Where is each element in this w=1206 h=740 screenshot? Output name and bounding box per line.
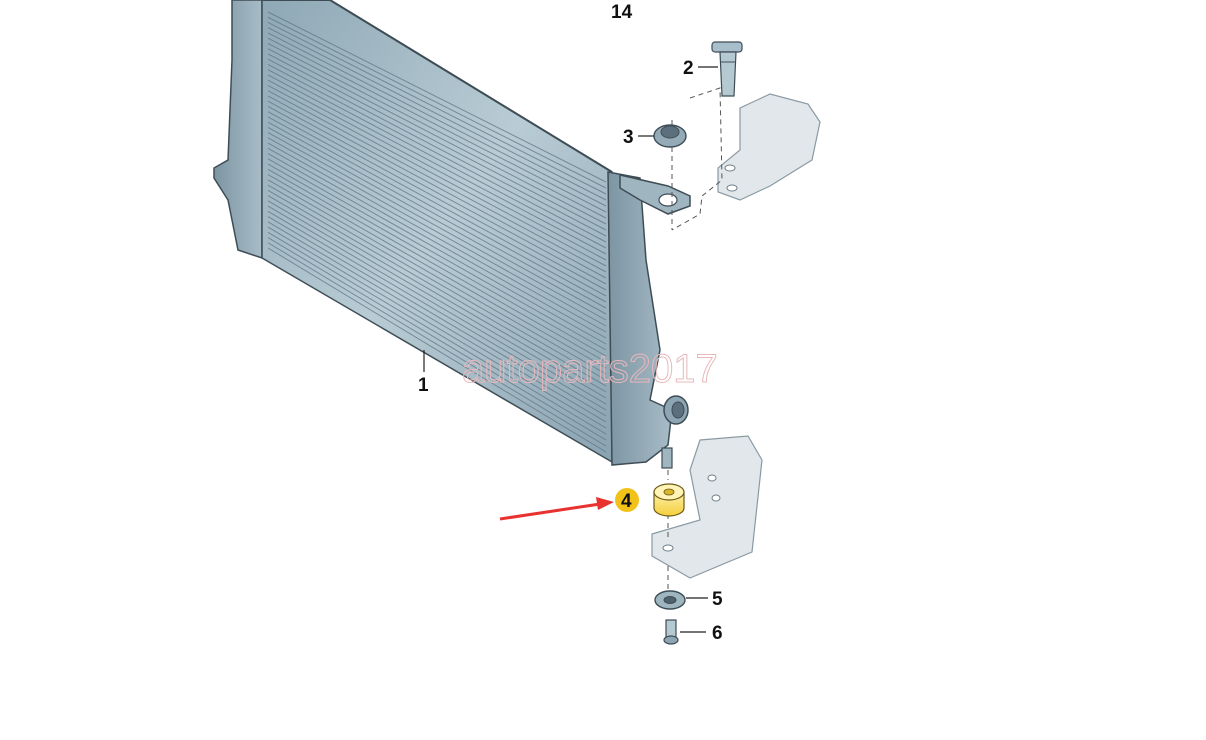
label-leader-lines — [423, 66, 718, 633]
radiator-fin — [267, 153, 607, 345]
washer-part — [654, 590, 686, 610]
radiator-fin — [267, 168, 607, 363]
radiator-fin — [267, 174, 607, 369]
radiator-fin — [267, 216, 607, 417]
group-number: 14 — [611, 2, 633, 23]
label-washer: 5 — [712, 589, 723, 610]
radiator-fin — [267, 37, 607, 213]
screw-part — [711, 41, 743, 97]
radiator-fin — [267, 27, 607, 201]
radiator-fin — [267, 84, 607, 267]
radiator-fin — [267, 22, 607, 195]
radiator-fin — [267, 69, 607, 249]
radiator-fin — [267, 100, 607, 285]
radiator-fin — [267, 43, 607, 219]
grommet-part — [653, 124, 687, 148]
label-rubber-mount: 4 — [621, 491, 632, 512]
radiator-fin — [267, 189, 607, 387]
radiator-fin — [267, 195, 607, 393]
radiator-fin — [267, 95, 607, 279]
radiator-fin — [267, 32, 607, 207]
radiator-fin — [267, 179, 607, 375]
radiator-fin — [267, 184, 607, 381]
radiator-fin — [267, 158, 607, 351]
upper-body-bracket — [717, 93, 821, 201]
label-radiator: 1 — [418, 375, 429, 396]
radiator-fin — [267, 48, 607, 225]
radiator-fin — [267, 242, 607, 447]
radiator-fin — [267, 90, 607, 273]
radiator-fin — [267, 53, 607, 231]
radiator-fin — [267, 231, 607, 435]
radiator-fin — [267, 210, 607, 411]
label-bolt: 6 — [712, 623, 723, 644]
radiator-fin — [267, 147, 607, 339]
radiator-fin — [267, 163, 607, 357]
radiator-fin — [267, 116, 607, 303]
radiator-fin — [267, 105, 607, 291]
radiator-fin — [267, 137, 607, 327]
radiator-fin — [267, 16, 607, 189]
radiator-fin — [267, 205, 607, 405]
lower-body-bracket — [651, 435, 763, 579]
radiator-fin — [267, 247, 607, 453]
radiator-fin — [267, 126, 607, 315]
label-screw: 2 — [683, 58, 694, 79]
radiator-fin — [267, 226, 607, 429]
radiator-part — [213, 0, 691, 469]
rubber-mount-part — [653, 483, 685, 517]
radiator-fin — [267, 111, 607, 297]
radiator-fin — [267, 121, 607, 309]
radiator-fin — [267, 74, 607, 255]
bolt-part — [663, 619, 679, 645]
radiator-fin — [267, 58, 607, 237]
radiator-fin — [267, 64, 607, 243]
radiator-fin — [267, 142, 607, 333]
label-grommet: 3 — [623, 127, 634, 148]
radiator-fin — [267, 79, 607, 261]
radiator-fin — [267, 221, 607, 423]
radiator-fin — [267, 237, 607, 441]
highlight-arrow — [499, 497, 614, 521]
highlight-badge — [615, 488, 639, 512]
radiator-fin — [267, 200, 607, 399]
watermark-text: autoparts2017 — [462, 347, 718, 391]
radiator-fin — [267, 11, 607, 183]
radiator-fin — [267, 132, 607, 321]
